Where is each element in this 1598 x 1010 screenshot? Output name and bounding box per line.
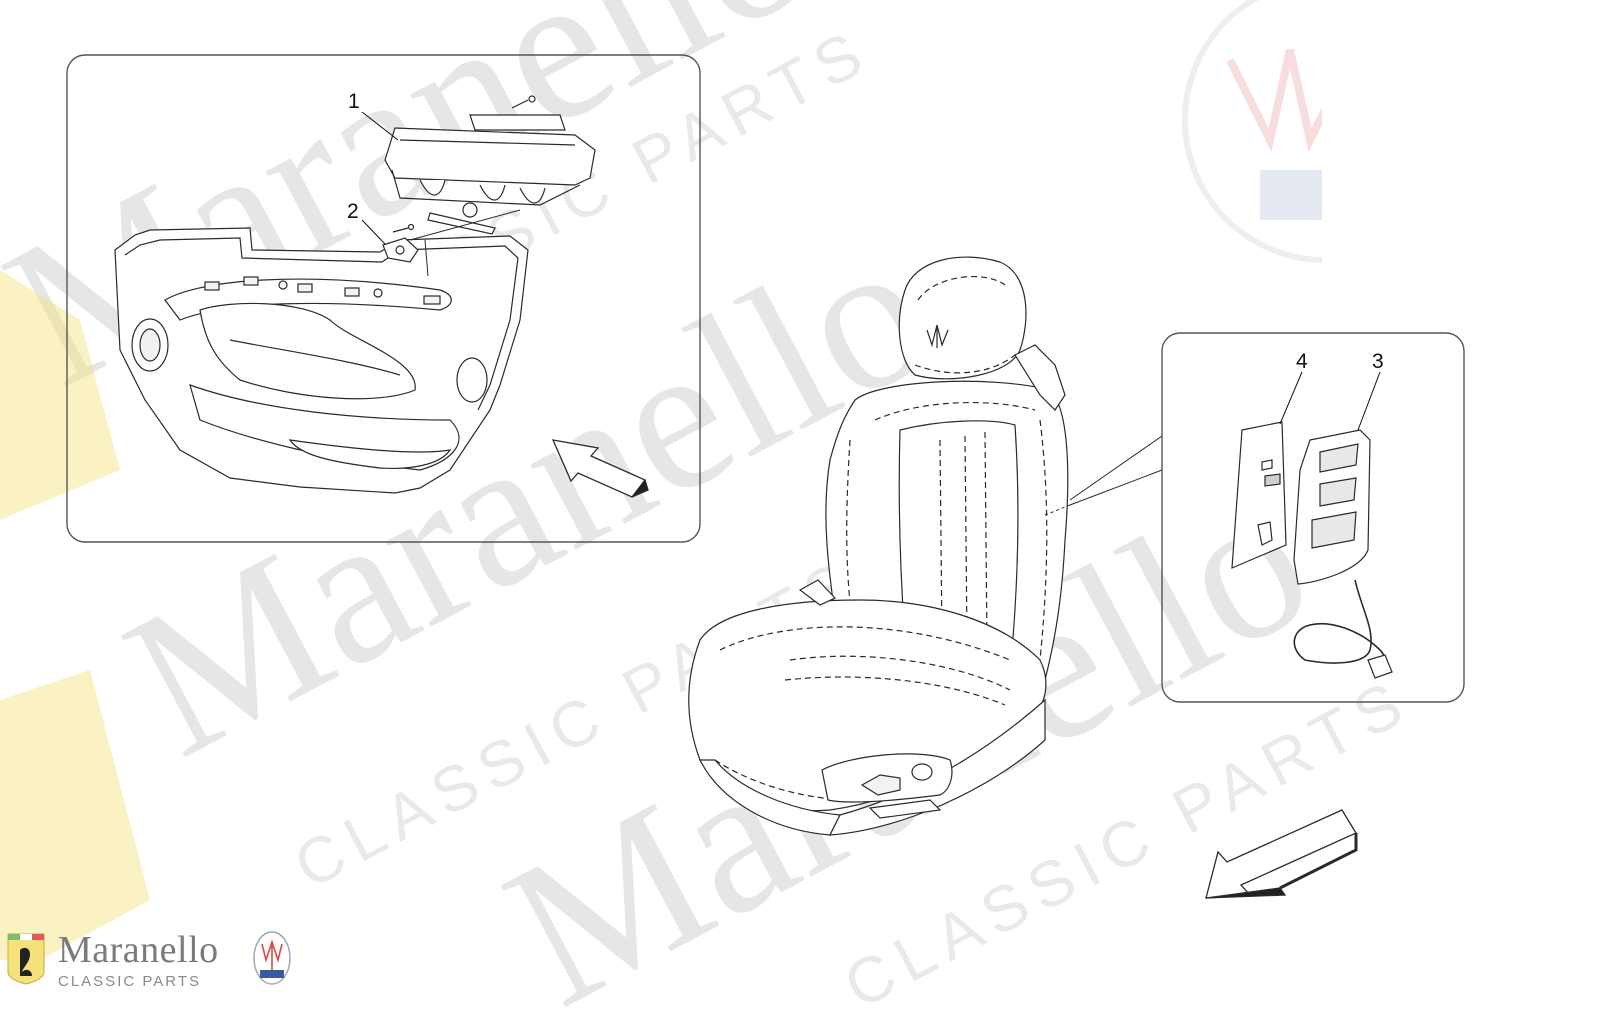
ferrari-shield-icon <box>7 933 45 985</box>
door-panel-drawing[interactable] <box>114 227 529 494</box>
callout-1: 1 <box>348 90 360 113</box>
brand-wordmark: Maranello <box>58 929 219 971</box>
seat-leader-lines <box>1044 435 1163 516</box>
ferrari-shield-watermark-icon <box>0 270 150 960</box>
maserati-badge <box>252 930 292 986</box>
side-airbag-detail-panel <box>1161 332 1465 703</box>
direction-arrow-icon <box>1205 809 1358 899</box>
brand-subtitle: CLASSIC PARTS <box>58 973 201 990</box>
bracket-part[interactable] <box>382 223 419 263</box>
seat-side-airbag[interactable] <box>1293 429 1393 679</box>
door-detail-panel <box>66 54 701 543</box>
callout-4: 4 <box>1296 350 1308 373</box>
seat-drawing[interactable] <box>688 256 1069 836</box>
airbag-module[interactable] <box>384 95 596 235</box>
seat-cover-plate[interactable] <box>1231 421 1287 569</box>
callout-2: 2 <box>347 200 359 223</box>
callout-3: 3 <box>1372 350 1384 373</box>
maserati-trident-icon <box>926 324 949 348</box>
maserati-trident-icon <box>253 931 291 985</box>
direction-arrow-icon <box>551 439 649 498</box>
brand-logo <box>6 932 46 986</box>
leader-line <box>409 209 521 241</box>
